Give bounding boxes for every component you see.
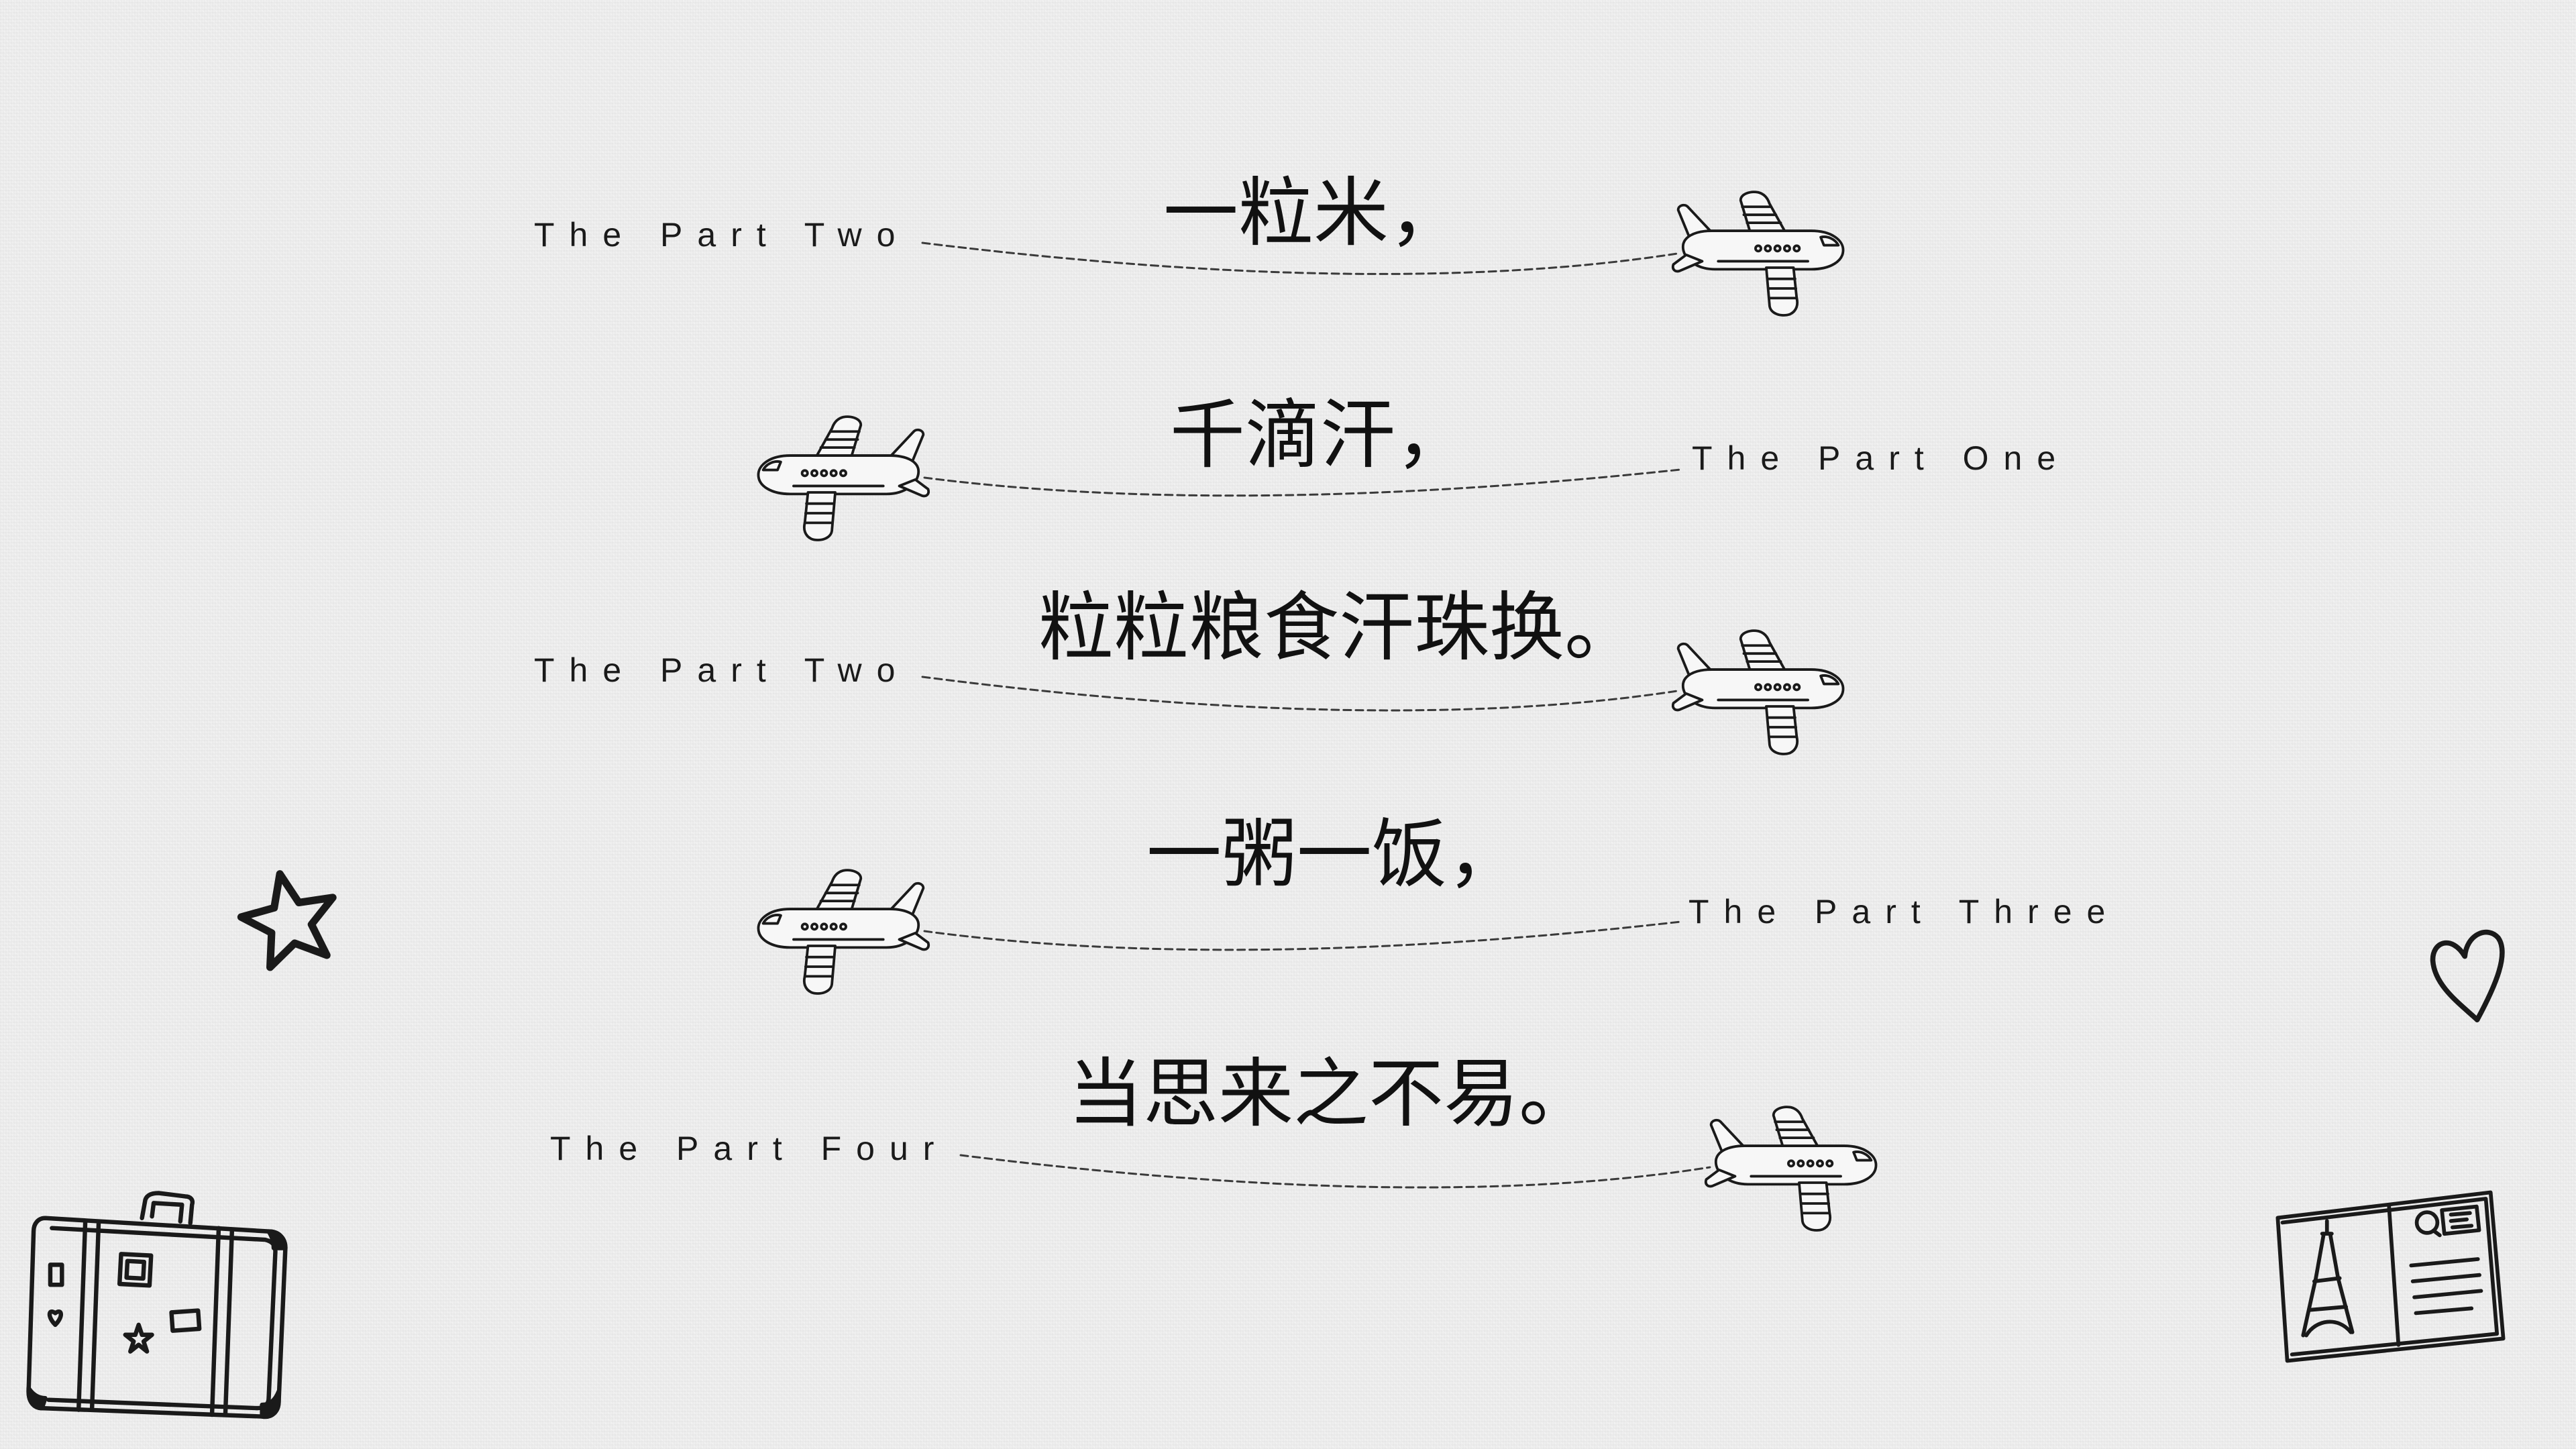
part-label-1: The Part Two — [534, 216, 910, 254]
verse-line-1: 一粒米， — [1163, 170, 1464, 257]
airplane-icon — [1701, 1104, 1882, 1232]
part-label-4: The Part Three — [1688, 893, 2121, 930]
verse-line-2: 千滴汗， — [1170, 392, 1470, 479]
part-label-3: The Part Two — [534, 651, 910, 689]
verse-line-3: 粒粒粮食汗珠换。 — [1038, 584, 1640, 672]
airplane-icon — [753, 867, 934, 996]
star-icon — [237, 870, 337, 971]
heart-icon — [2430, 929, 2505, 1023]
postcard-icon — [2275, 1190, 2506, 1363]
part-label-2: The Part One — [1692, 439, 2071, 477]
flight-path-4 — [923, 920, 1682, 951]
airplane-icon — [753, 414, 934, 542]
suitcase-icon — [26, 1191, 288, 1419]
airplane-icon — [1668, 628, 1849, 756]
flight-path-5 — [959, 1154, 1711, 1189]
verse-line-4: 一粥一饭， — [1146, 811, 1522, 898]
airplane-icon — [1668, 189, 1849, 317]
verse-line-5: 当思来之不易。 — [1068, 1051, 1594, 1138]
flight-path-2 — [923, 468, 1682, 497]
flight-path-3 — [921, 676, 1678, 712]
part-label-5: The Part Four — [550, 1130, 949, 1167]
flight-path-1 — [921, 241, 1678, 275]
